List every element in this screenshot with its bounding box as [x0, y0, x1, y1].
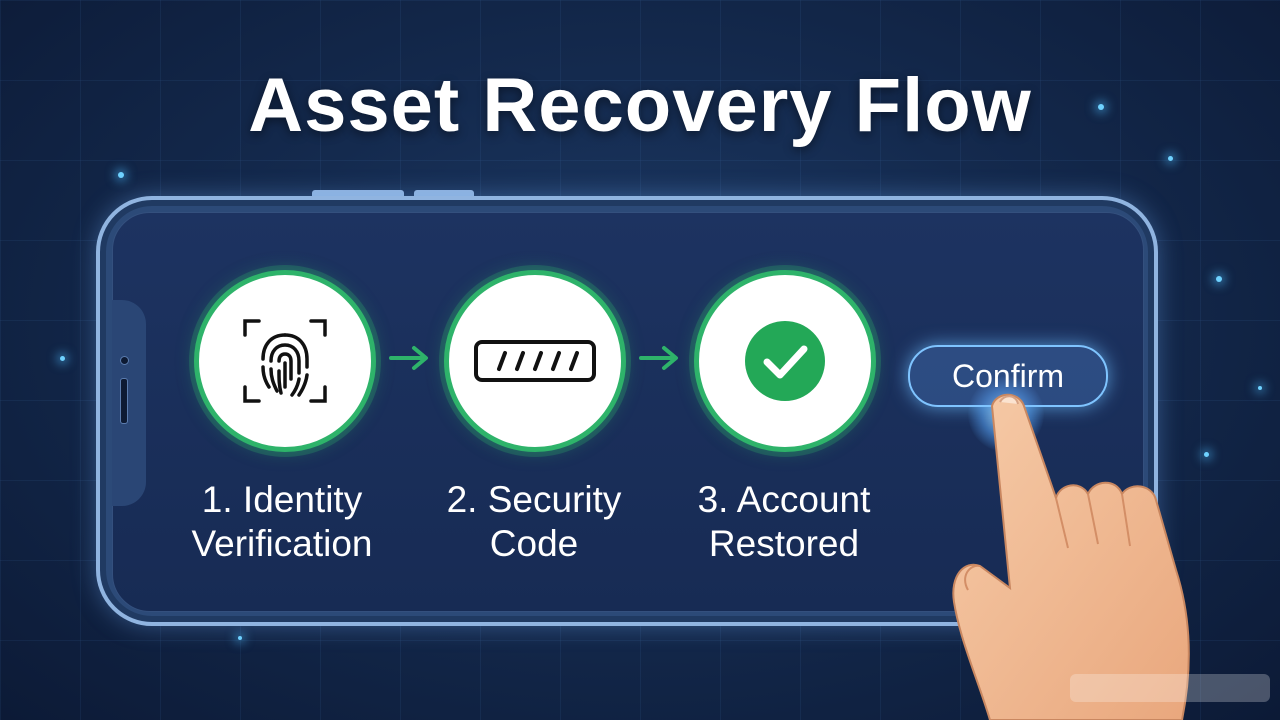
- arrow-right-icon: [389, 346, 428, 370]
- sparkle-dot: [60, 356, 65, 361]
- arrow-right-icon: [639, 346, 678, 370]
- step-label: 3. Account Restored: [697, 479, 871, 564]
- camera-icon: [120, 356, 129, 365]
- fingerprint-icon: [243, 319, 327, 403]
- step-identity-verification: [194, 270, 376, 452]
- sparkle-dot: [118, 172, 124, 178]
- phone-side-button: [414, 190, 474, 197]
- step-label: 1. Identity Verification: [191, 479, 373, 564]
- pointing-hand-icon: [952, 393, 1190, 720]
- sparkle-dot: [238, 636, 242, 640]
- watermark-logo: [1070, 674, 1270, 702]
- check-circle-icon: [745, 321, 825, 401]
- sparkle-dot: [1258, 386, 1262, 390]
- sparkle-dot: [1098, 104, 1104, 110]
- sparkle-dot: [1204, 452, 1209, 457]
- step-account-restored: [694, 270, 876, 452]
- page-title: Asset Recovery Flow: [248, 63, 1032, 148]
- step-security-code: [444, 270, 626, 452]
- sparkle-dot: [1168, 156, 1173, 161]
- phone-side-button: [312, 190, 404, 197]
- sparkle-dot: [1216, 276, 1222, 282]
- step-label: 2. Security Code: [446, 479, 622, 564]
- speaker-slot: [120, 378, 128, 424]
- password-field-icon: [474, 340, 596, 382]
- phone-notch: [112, 300, 146, 506]
